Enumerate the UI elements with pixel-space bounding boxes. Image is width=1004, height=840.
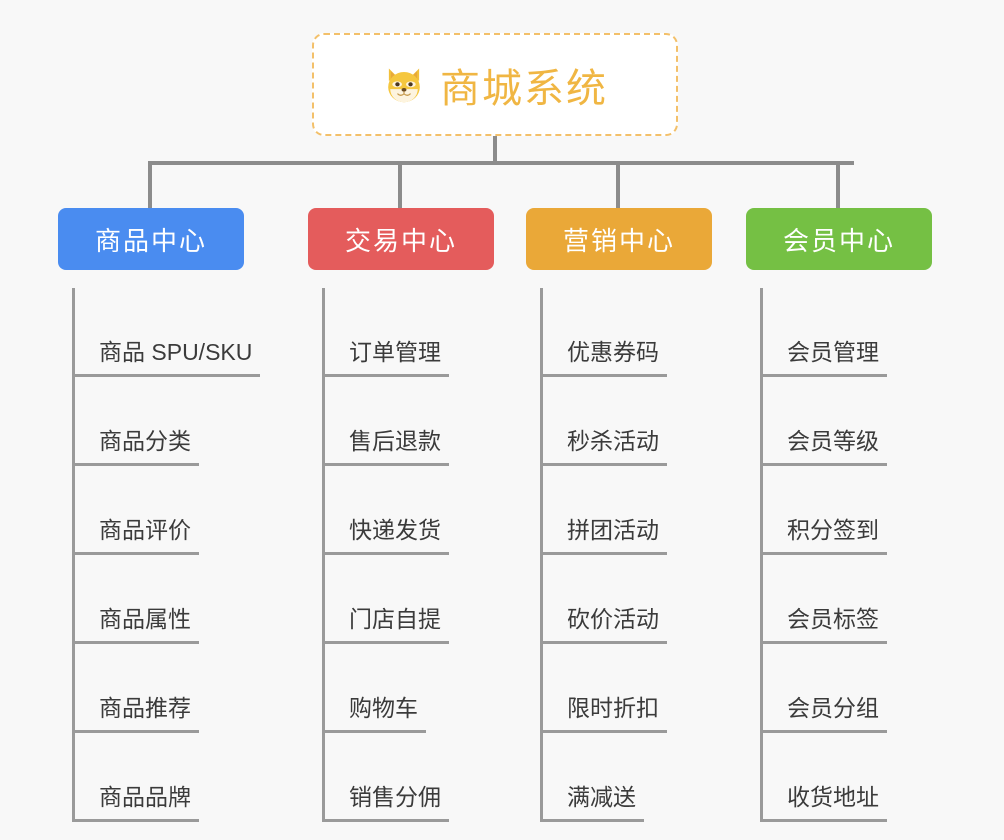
list-item[interactable]: 拼团活动 [541, 466, 712, 555]
list-item[interactable]: 会员分组 [761, 644, 932, 733]
list-item[interactable]: 商品 SPU/SKU [73, 288, 261, 377]
leaf-trunk [322, 288, 325, 822]
leaf-stack-member-center: 会员管理 会员等级 积分签到 会员标签 会员分组 收货地址 [746, 288, 932, 822]
leaf-label: 售后退款 [323, 428, 449, 466]
list-item[interactable]: 售后退款 [323, 377, 494, 466]
leaf-label: 满减送 [541, 784, 644, 822]
root-title: 商城系统 [440, 66, 608, 111]
list-item[interactable]: 优惠券码 [541, 288, 712, 377]
list-item[interactable]: 商品属性 [73, 555, 244, 644]
leaf-label: 商品属性 [73, 606, 199, 644]
connector-bus [148, 161, 854, 165]
list-item[interactable]: 快递发货 [323, 466, 494, 555]
leaf-trunk [540, 288, 543, 822]
connector-drop-2 [398, 161, 402, 208]
column-header-product-center[interactable]: 商品中心 [58, 208, 244, 270]
connector-drop-1 [148, 161, 152, 208]
connector-drop-3 [616, 161, 620, 208]
leaf-stack-product-center: 商品 SPU/SKU 商品分类 商品评价 商品属性 商品推荐 商品品牌 [58, 288, 261, 822]
leaf-label: 快递发货 [323, 517, 449, 555]
leaf-label: 商品评价 [73, 517, 199, 555]
column-product-center: 商品中心 商品 SPU/SKU 商品分类 商品评价 商品属性 商品推荐 商品品牌 [58, 208, 261, 822]
leaf-stack-marketing-center: 优惠券码 秒杀活动 拼团活动 砍价活动 限时折扣 满减送 [526, 288, 712, 822]
leaf-label: 商品推荐 [73, 695, 199, 733]
leaf-label: 收货地址 [761, 784, 887, 822]
list-item[interactable]: 秒杀活动 [541, 377, 712, 466]
list-item[interactable]: 门店自提 [323, 555, 494, 644]
list-item[interactable]: 会员等级 [761, 377, 932, 466]
column-header-trade-center[interactable]: 交易中心 [308, 208, 494, 270]
leaf-trunk [72, 288, 75, 822]
leaf-label: 订单管理 [323, 339, 449, 377]
list-item[interactable]: 砍价活动 [541, 555, 712, 644]
list-item[interactable]: 订单管理 [323, 288, 494, 377]
list-item[interactable]: 购物车 [323, 644, 494, 733]
list-item[interactable]: 会员标签 [761, 555, 932, 644]
column-marketing-center: 营销中心 优惠券码 秒杀活动 拼团活动 砍价活动 限时折扣 满减送 [526, 208, 712, 822]
list-item[interactable]: 商品分类 [73, 377, 244, 466]
connector-stem [493, 136, 497, 163]
leaf-label: 购物车 [323, 695, 426, 733]
list-item[interactable]: 收货地址 [761, 733, 932, 822]
list-item[interactable]: 商品评价 [73, 466, 244, 555]
column-header-marketing-center[interactable]: 营销中心 [526, 208, 712, 270]
leaf-stack-trade-center: 订单管理 售后退款 快递发货 门店自提 购物车 销售分佣 [308, 288, 494, 822]
leaf-label: 商品分类 [73, 428, 199, 466]
leaf-label: 限时折扣 [541, 695, 667, 733]
list-item[interactable]: 商品推荐 [73, 644, 244, 733]
leaf-label: 会员标签 [761, 606, 887, 644]
list-item[interactable]: 商品品牌 [73, 733, 244, 822]
list-item[interactable]: 销售分佣 [323, 733, 494, 822]
leaf-label: 门店自提 [323, 606, 449, 644]
column-member-center: 会员中心 会员管理 会员等级 积分签到 会员标签 会员分组 收货地址 [746, 208, 932, 822]
list-item[interactable]: 满减送 [541, 733, 712, 822]
shiba-dog-icon [382, 63, 426, 107]
list-item[interactable]: 积分签到 [761, 466, 932, 555]
connector-drop-4 [836, 161, 840, 208]
leaf-label: 会员等级 [761, 428, 887, 466]
leaf-trunk [760, 288, 763, 822]
leaf-label: 会员管理 [761, 339, 887, 377]
list-item[interactable]: 会员管理 [761, 288, 932, 377]
column-trade-center: 交易中心 订单管理 售后退款 快递发货 门店自提 购物车 销售分佣 [308, 208, 494, 822]
leaf-label: 会员分组 [761, 695, 887, 733]
leaf-label: 商品品牌 [73, 784, 199, 822]
column-header-member-center[interactable]: 会员中心 [746, 208, 932, 270]
list-item[interactable]: 限时折扣 [541, 644, 712, 733]
root-node[interactable]: 商城系统 [312, 33, 678, 136]
leaf-label: 秒杀活动 [541, 428, 667, 466]
leaf-label: 积分签到 [761, 517, 887, 555]
leaf-label: 砍价活动 [541, 606, 667, 644]
leaf-label: 销售分佣 [323, 784, 449, 822]
leaf-label: 优惠券码 [541, 339, 667, 377]
leaf-label: 商品 SPU/SKU [73, 339, 261, 377]
leaf-label: 拼团活动 [541, 517, 667, 555]
